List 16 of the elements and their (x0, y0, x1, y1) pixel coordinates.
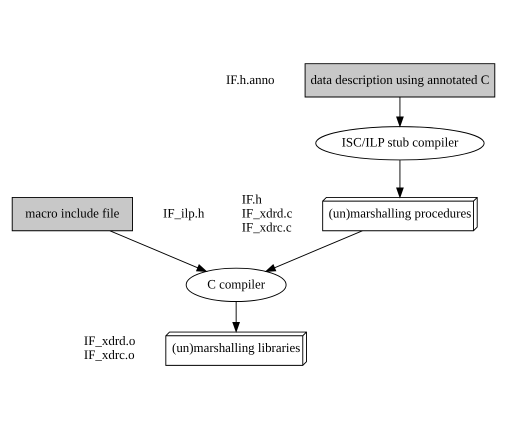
node-label: IF_xdrd.o (84, 332, 136, 348)
arrow (396, 159, 404, 198)
node-label: IF_xdrc.o (84, 346, 135, 362)
arrow (396, 96, 404, 128)
arrow (264, 230, 363, 272)
node-ellipse: ISC/ILP stub compiler (315, 126, 485, 160)
node-label: IF.h (242, 191, 262, 206)
arrow (109, 230, 208, 272)
node-ellipse: C compiler (186, 267, 287, 302)
node-label: IF_xdrc.c (242, 218, 292, 234)
node-label: IF.h.anno (226, 71, 275, 86)
node-box: data description using annotated C (304, 62, 496, 97)
node-label: IF_ilp.h (163, 205, 204, 220)
node-box: macro include file (12, 196, 133, 231)
arrow (232, 300, 240, 333)
node-label: IF_xdrd.c (242, 205, 292, 220)
